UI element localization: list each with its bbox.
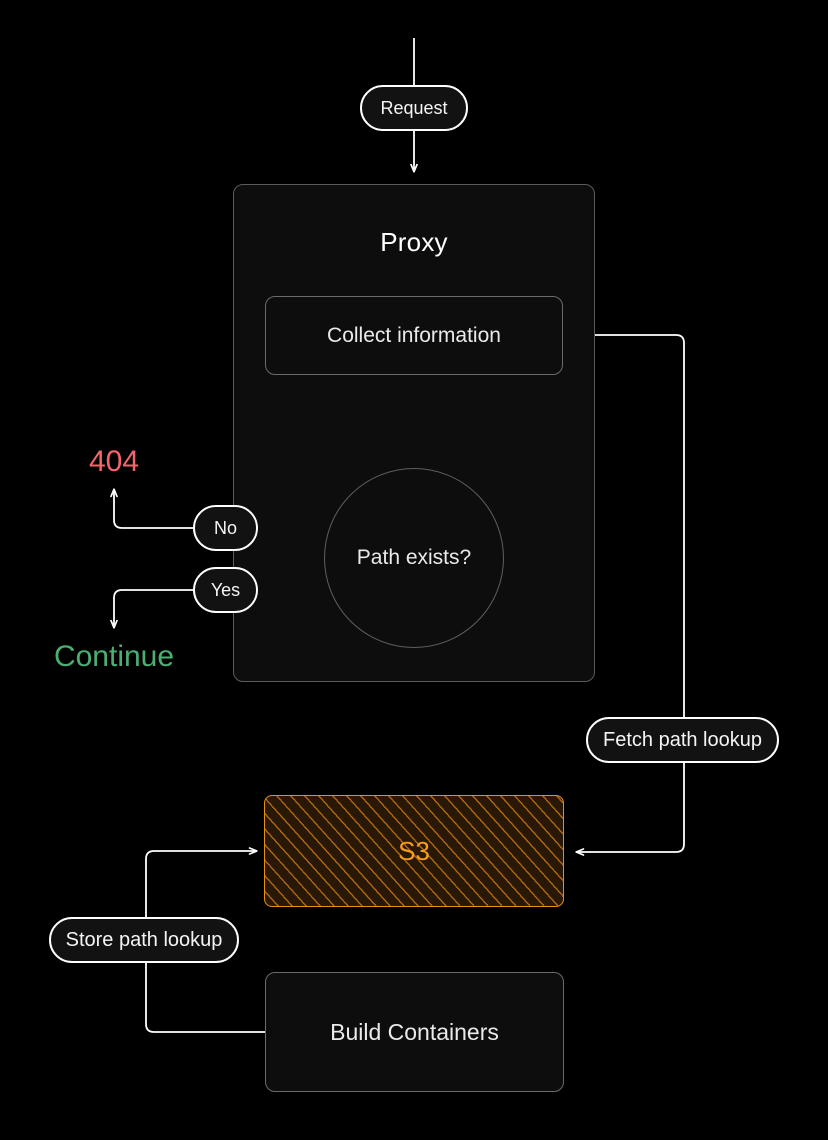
node-path-exists-decision[interactable]: Path exists? [324,468,504,648]
node-build-containers-label: Build Containers [330,1018,499,1045]
edge-label-store-path-lookup[interactable]: Store path lookup [49,917,239,963]
node-collect-information[interactable]: Collect information [265,296,563,375]
edge-label-yes-text: Yes [210,579,241,600]
edge-label-fetch-path-lookup[interactable]: Fetch path lookup [586,717,779,763]
node-path-exists-label: Path exists? [356,546,472,569]
edge-no-to-404 [110,488,193,529]
edge-label-no-text: No [213,517,237,538]
edge-label-yes[interactable]: Yes [193,567,258,613]
node-build-containers[interactable]: Build Containers [265,972,564,1092]
edge-label-store-path-lookup-text: Store path lookup [65,928,223,951]
group-proxy-title: Proxy [380,227,448,257]
node-404-label: 404 [88,445,140,478]
edge-label-no[interactable]: No [193,505,258,551]
node-request[interactable]: Request [360,85,468,131]
node-continue-label: Continue [53,640,175,673]
node-s3[interactable]: S3 [264,795,564,907]
node-404: 404 [54,440,174,484]
node-s3-label: S3 [398,835,430,866]
edge-label-fetch-path-lookup-text: Fetch path lookup [603,728,762,751]
node-continue: Continue [14,634,214,680]
edge-yes-to-continue [110,589,193,629]
node-collect-information-label: Collect information [327,323,501,347]
node-request-label: Request [380,97,448,118]
